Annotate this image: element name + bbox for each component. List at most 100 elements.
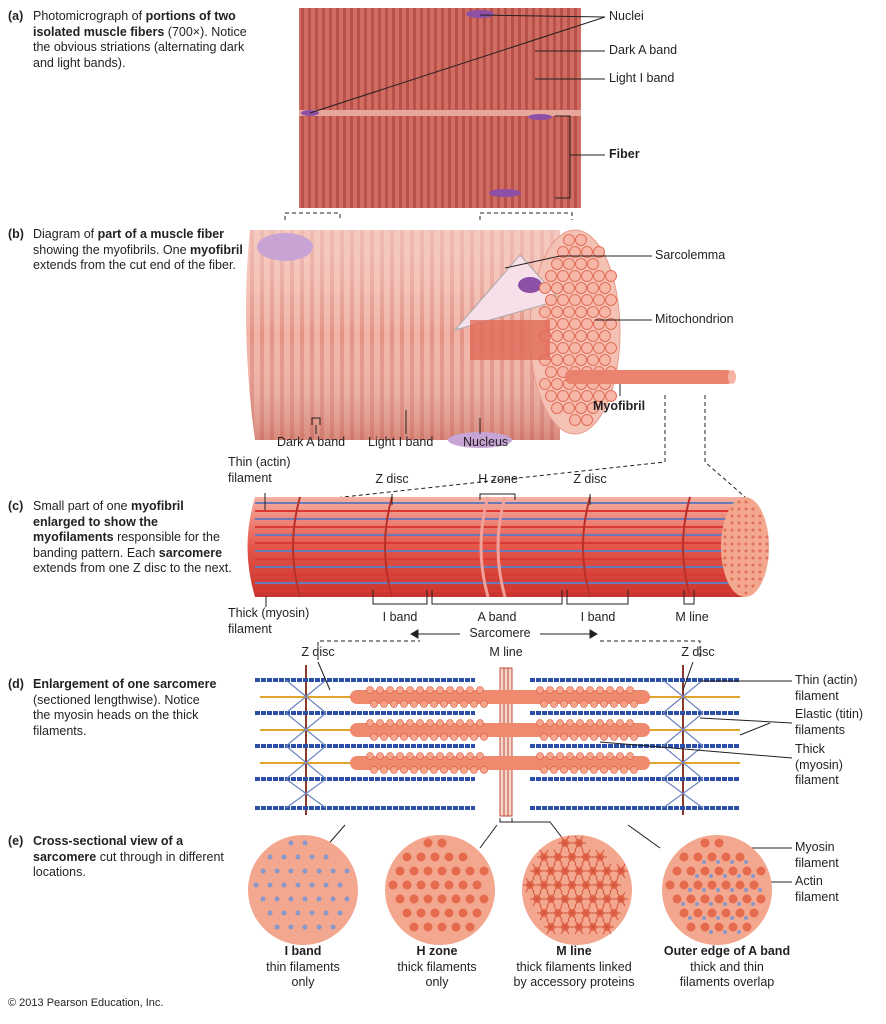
myosin-head [566,686,574,694]
cross-dot [751,556,755,560]
myosin-head [380,766,388,774]
cross-section [385,835,495,945]
label-i-band-left: I band [382,610,418,624]
myosin-head [630,700,638,708]
actin-dot [260,868,266,874]
cross-dot [730,521,734,525]
actin-dot [260,896,266,902]
caption-bold: myofibril [190,242,243,257]
caption-text: extends from one Z disc to the next. [33,561,232,575]
cross-dot [737,507,741,511]
myosin-head [406,719,414,727]
accessory-protein [532,863,542,879]
myofibril-end [605,342,617,354]
myosin-dot [707,880,717,890]
accessory-protein [602,863,612,879]
cross-dot [751,549,755,553]
accessory-protein [567,849,577,865]
myosin-head [600,700,608,708]
myofibril-end [569,390,581,402]
actin-dot [730,916,734,920]
cross-dot [737,542,741,546]
myofibril-end [569,342,581,354]
section-desc: only [425,975,449,989]
accessory-protein [553,849,563,865]
myofibril-end [569,318,581,330]
myofibril-end [605,294,617,306]
myofibril-end [545,390,557,402]
cross-dot [723,542,727,546]
label-line: Thin (actin) [795,673,858,687]
caption-text: responsible for the banding pattern. Eac… [33,530,220,560]
label-z-disc-c-left: Z disc [375,472,409,486]
accessory-protein [546,891,556,907]
panel-tag: (e) [8,834,24,848]
cross-dot [758,549,762,553]
label-sarcolemma: Sarcolemma [655,248,726,262]
myosin-head [366,686,374,694]
myosin-head [426,686,434,694]
nucleus-shape [489,189,521,197]
cross-dot [737,570,741,574]
actin-dot [309,854,315,860]
myosin-dot [742,922,752,932]
myofibril-end [575,354,587,366]
myosin-dot [444,880,454,890]
myofibril-end [605,270,617,282]
nucleus-shape [528,114,552,120]
cross-dot [744,535,748,539]
myosin-head [436,719,444,727]
myosin-head [376,719,384,727]
myosin-dot [437,866,447,876]
actin-dot [316,868,322,874]
myosin-head [546,752,554,760]
myofibril-segment [247,496,769,598]
actin-dot [274,896,280,902]
myosin-head [460,766,468,774]
myosin-dot [402,880,412,890]
actin-dot [267,882,273,888]
actin-dot [309,882,315,888]
myofibril-end [581,390,593,402]
myosin-head [576,719,584,727]
myosin-dot [735,880,745,890]
myosin-head [386,686,394,694]
myosin-head [610,700,618,708]
cross-dot [744,563,748,567]
myosin-head [556,686,564,694]
myofibril-end [587,354,599,366]
myosin-head [390,700,398,708]
caption-d: (d) Enlargement of one sarcomere (sectio… [8,677,218,739]
actin-dot [695,902,699,906]
myosin-head [566,719,574,727]
actin-dot [302,896,308,902]
label-i-band-right: I band [580,610,616,624]
actin-dot [723,902,727,906]
myosin-head [606,719,614,727]
myosin-dot [388,880,398,890]
actin-dot [737,874,741,878]
accessory-protein [616,891,626,907]
accessory-protein [560,863,570,879]
myosin-head [576,686,584,694]
accessory-protein [609,905,619,921]
myosin-head [466,752,474,760]
section-desc: thick and thin [690,959,764,974]
myosin-dot [423,866,433,876]
myosin-head [616,719,624,727]
caption-text: (sectioned lengthwise). Notice the myosi… [33,692,200,738]
actin-dot [288,868,294,874]
cross-dot [744,514,748,518]
band-line [479,496,490,598]
accessory-protein [567,877,577,893]
myosin-dot [409,894,419,904]
myosin-head [460,733,468,741]
actin-dot [723,930,727,934]
actin-dot [330,896,336,902]
myofibril-end [551,402,563,414]
caption-text: showing the myofibrils. One [33,242,191,257]
myosin-dot [735,852,745,862]
label-dark-a-band: Dark A band [609,43,678,57]
